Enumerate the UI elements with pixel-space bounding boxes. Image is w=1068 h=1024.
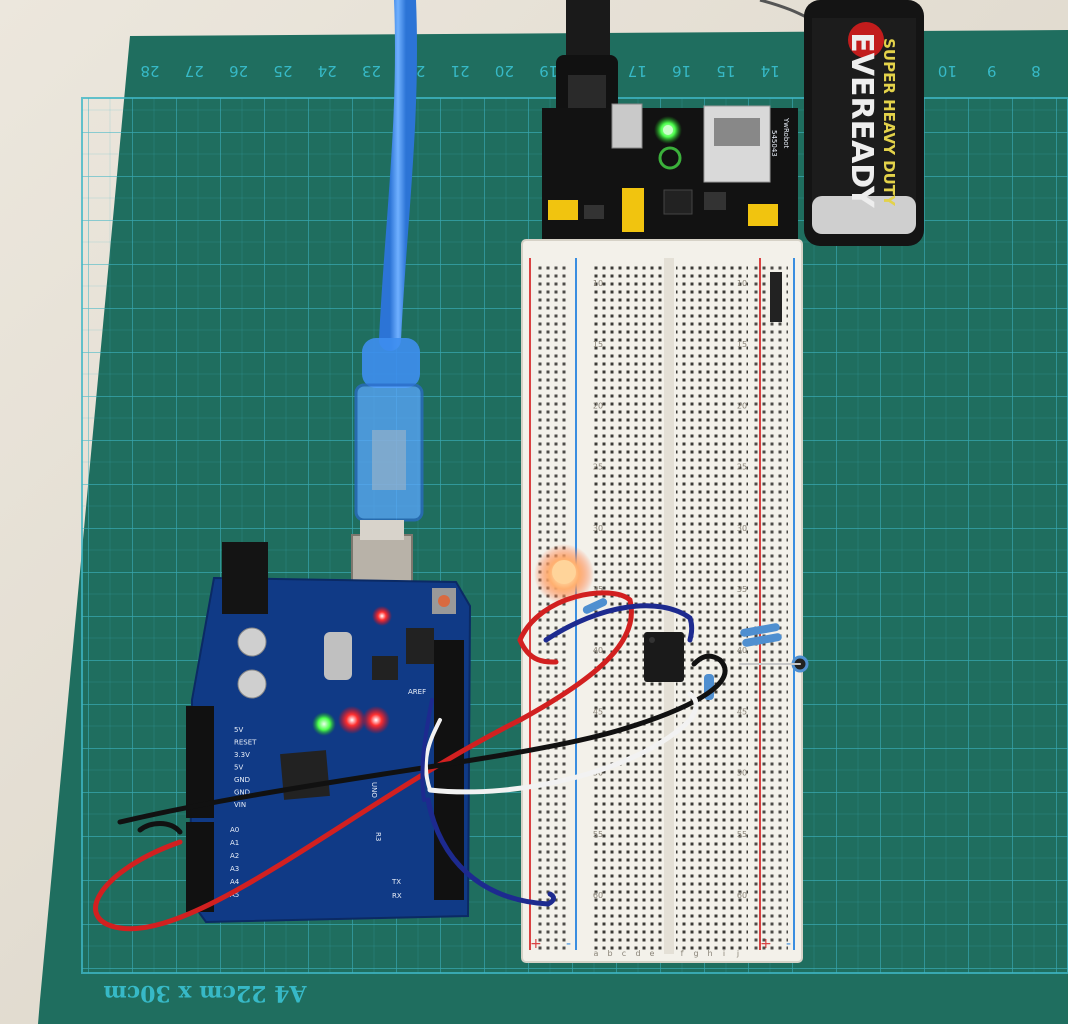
- row-label: 30: [737, 524, 747, 533]
- row-label: 50: [737, 769, 747, 778]
- module-brand: YwRobot: [782, 117, 790, 149]
- row-label: 25: [737, 463, 747, 472]
- row-label: 40: [737, 646, 747, 655]
- column-letter: g: [693, 949, 698, 958]
- scale-number: 10: [938, 62, 957, 80]
- power-pin-labels: 5V RESET 3.3V 5V GND GND VIN: [234, 726, 257, 809]
- microcontroller-chip: [280, 750, 330, 800]
- column-letter: h: [707, 949, 712, 958]
- analog-pin-label: A0: [230, 826, 239, 834]
- scale-number: 21: [451, 62, 470, 80]
- row-label: 60: [737, 891, 747, 900]
- analog-pin-label: A5: [230, 891, 239, 899]
- row-label: 25: [593, 463, 603, 472]
- analog-pin-label: A3: [230, 865, 239, 873]
- arduino-label: UNO: [370, 782, 378, 798]
- column-letter: a: [594, 949, 599, 958]
- module-model: 545043: [770, 130, 778, 157]
- power-switch: [611, 103, 643, 149]
- ic-chip-icon: [644, 632, 684, 682]
- scale-number: 20: [495, 62, 514, 80]
- analog-pin-label: A1: [230, 839, 239, 847]
- column-letter: i: [723, 949, 725, 958]
- column-letter: d: [635, 949, 640, 958]
- power-pin-label: GND: [234, 789, 250, 797]
- row-label: 15: [737, 340, 747, 349]
- scale-number: 26: [229, 62, 248, 80]
- power-pin-label: VIN: [234, 801, 246, 809]
- row-label: 45: [737, 707, 747, 716]
- row-label: 10: [593, 279, 603, 288]
- rail-minus-right: -: [786, 936, 791, 952]
- row-label: 20: [593, 401, 603, 410]
- rail-plus-right: +: [760, 936, 772, 952]
- arduino-revision: R3: [374, 832, 382, 841]
- power-module: YwRobot 545043: [542, 103, 798, 258]
- power-pin-label: 5V: [234, 764, 243, 772]
- scale-number: 14: [761, 62, 780, 80]
- scale-number: 17: [628, 62, 647, 80]
- row-label: 30: [593, 524, 603, 533]
- rx-label: RX: [392, 892, 402, 900]
- scale-number: 28: [140, 62, 159, 80]
- row-label: 20: [737, 401, 747, 410]
- row-label: 40: [593, 646, 603, 655]
- scale-number: 27: [185, 62, 204, 80]
- row-label: 35: [737, 585, 747, 594]
- battery-line: SUPER HEAVY DUTY: [880, 38, 898, 207]
- scale-number: 16: [672, 62, 691, 80]
- power-pin-label: 3.3V: [234, 751, 250, 759]
- scale-number: 8: [1031, 62, 1041, 80]
- rail-plus-left: +: [530, 936, 542, 952]
- scale-number: 9: [987, 62, 997, 80]
- battery-icon: EVEREADY SUPER HEAVY DUTY: [759, 0, 924, 246]
- mat-size-label: A4 22cm x 30cm: [103, 980, 307, 1006]
- led-icon: [534, 544, 594, 604]
- battery-brand: EVEREADY: [844, 32, 879, 209]
- scale-number: 19: [539, 62, 558, 80]
- row-label: 10: [737, 279, 747, 288]
- usb-cable-icon: [351, 0, 424, 612]
- aref-label: AREF: [408, 688, 426, 696]
- row-label: 60: [593, 891, 603, 900]
- rail-minus-left: -: [566, 936, 571, 952]
- column-letter: c: [622, 949, 626, 958]
- column-letter: f: [681, 949, 684, 958]
- row-label: 45: [593, 707, 603, 716]
- column-letter: j: [736, 949, 739, 958]
- scale-number: 25: [273, 62, 292, 80]
- scale-number: 15: [716, 62, 735, 80]
- column-letter: e: [650, 949, 655, 958]
- row-label: 35: [593, 585, 603, 594]
- row-label: 55: [593, 830, 603, 839]
- jumper-wires: [93, 590, 801, 932]
- power-pin-label: 5V: [234, 726, 243, 734]
- tx-label: TX: [391, 878, 401, 886]
- column-letter: b: [607, 949, 612, 958]
- scale-number: 24: [318, 62, 337, 80]
- row-label: 55: [737, 830, 747, 839]
- power-pin-label: GND: [234, 776, 250, 784]
- arduino-board: UNO R3 AREF TX RX 5V RESET 3.3V 5V GND GND VIN…: [186, 542, 472, 924]
- analog-pin-label: A4: [230, 878, 240, 886]
- power-pin-label: RESET: [234, 739, 257, 747]
- row-label: 15: [593, 340, 603, 349]
- analog-pin-label: A2: [230, 852, 239, 860]
- scale-number: 23: [362, 62, 381, 80]
